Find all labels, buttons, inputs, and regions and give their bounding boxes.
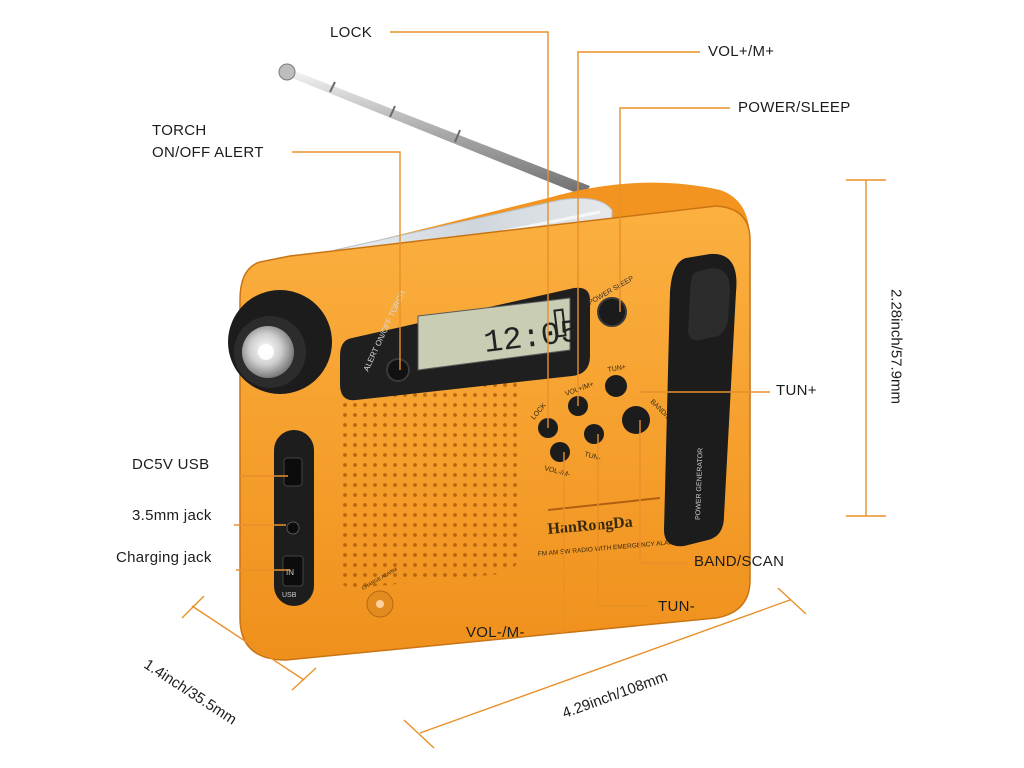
callout-band-scan: BAND/SCAN <box>694 553 785 570</box>
antenna <box>278 63 590 196</box>
port-in-text: IN <box>286 568 294 577</box>
torch-alert-button[interactable] <box>386 358 410 382</box>
tun-minus-button[interactable] <box>584 424 604 444</box>
callout-tunminus: TUN- <box>658 598 696 615</box>
vol-minus-button[interactable] <box>550 442 570 462</box>
dimension-lines <box>181 179 886 749</box>
callout-dc5v-usb: DC5V USB <box>132 456 210 473</box>
speaker-grille <box>340 371 518 589</box>
tunplus-key-text: TUN+ <box>607 364 626 374</box>
callout-charging-jack: Charging jack <box>116 549 212 566</box>
tunminus-leader <box>597 434 650 607</box>
lcd-screen <box>417 297 571 371</box>
charging-port[interactable] <box>282 555 304 587</box>
bandscan-leader <box>639 420 688 564</box>
callout-power-sleep: POWER/SLEEP <box>738 99 851 116</box>
volplus-leader <box>577 51 700 406</box>
callout-on-off-alert: ON/OFF ALERT <box>152 144 264 161</box>
tun-plus-button[interactable] <box>605 375 627 397</box>
usb-port[interactable] <box>283 457 303 487</box>
callout-volplus: VOL+/M+ <box>708 43 775 60</box>
callout-lock: LOCK <box>330 24 373 41</box>
dimension-height: 2.28inch/57.9mm <box>887 288 905 405</box>
power-leader <box>619 107 730 312</box>
torch-leader <box>292 151 401 370</box>
callout-torch: TORCH <box>152 122 207 139</box>
tunminus-key-text: TUN- <box>583 451 602 462</box>
callout-volminus: VOL-/M- <box>466 624 525 641</box>
callout-35mm-jack: 3.5mm jack <box>132 507 212 524</box>
power-sleep-button[interactable] <box>597 297 627 327</box>
callout-lines <box>234 31 770 633</box>
audio-jack[interactable] <box>286 521 300 535</box>
port-usb-text: USB <box>282 592 297 599</box>
lock-leader <box>390 31 549 428</box>
callout-tunplus: TUN+ <box>776 382 817 399</box>
volminus-leader <box>546 452 565 633</box>
generator-text: POWER GENERATOR <box>695 448 705 520</box>
band-scan-button[interactable] <box>622 406 650 434</box>
